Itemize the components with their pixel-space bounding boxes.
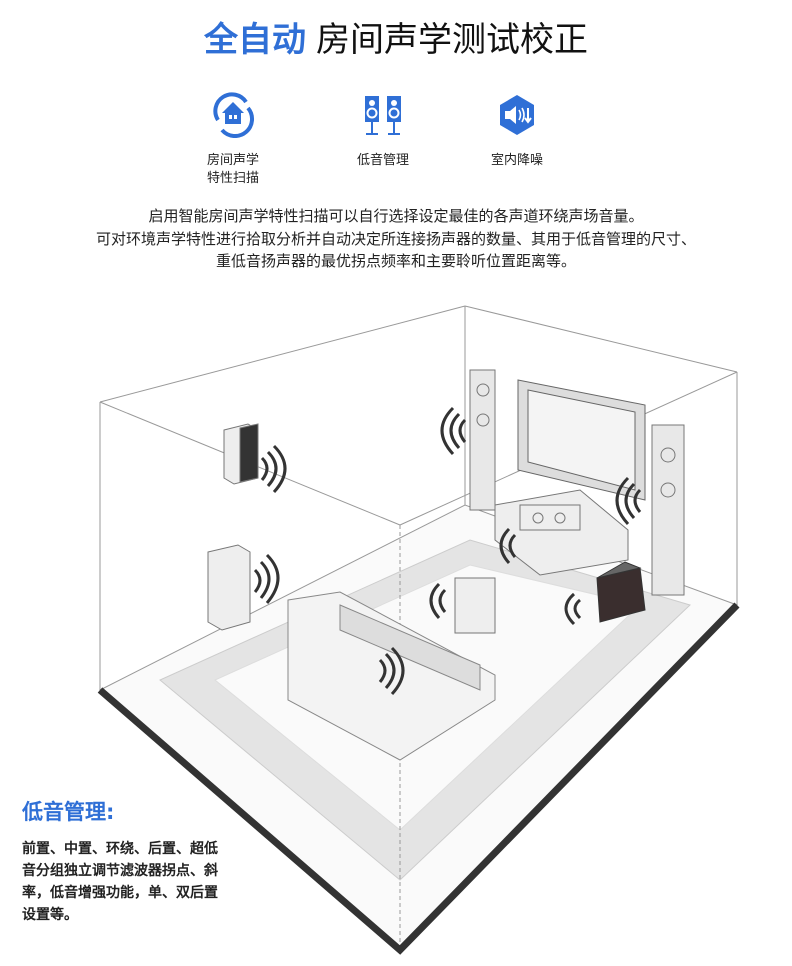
bass-description: 前置、中置、环绕、后置、超低 音分组独立调节滤波器拐点、斜 率，低音增强功能，单…	[22, 838, 302, 926]
room-illustration	[97, 305, 740, 955]
surround-speakers	[207, 423, 496, 731]
bass-line: 设置等。	[22, 907, 78, 923]
front-speakers	[469, 369, 685, 596]
bass-heading: 低音管理:	[22, 800, 115, 824]
feature-label: 室内降噪	[490, 153, 543, 168]
subwoofer	[596, 561, 646, 623]
description: 启用智能房间声学特性扫描可以自行选择设定最佳的各声道环绕声场音量。 可对环境声学…	[0, 205, 792, 273]
noise-reduction-icon	[500, 95, 534, 135]
description-line: 可对环境声学特性进行拾取分析并自动决定所连接扬声器的数量、其用于低音管理的尺寸、	[95, 229, 696, 248]
feature-label: 特性扫描	[206, 171, 259, 186]
tv	[517, 379, 646, 501]
feature-noise-reduction: 室内降噪	[457, 92, 577, 170]
feature-bass-management: 低音管理	[323, 92, 443, 170]
page-title: 全自动房间声学测试校正	[0, 18, 792, 62]
title-highlight: 全自动	[204, 20, 306, 60]
feature-label: 房间声学	[206, 153, 259, 168]
speakers-icon	[365, 96, 401, 135]
bass-line: 前置、中置、环绕、后置、超低	[22, 841, 218, 857]
feature-label: 低音管理	[356, 153, 409, 168]
description-line: 启用智能房间声学特性扫描可以自行选择设定最佳的各声道环绕声场音量。	[148, 207, 644, 225]
bass-line: 音分组独立调节滤波器拐点、斜	[22, 863, 218, 879]
feature-room-scan: 房间声学特性扫描	[173, 92, 293, 188]
description-line: 重低音扬声器的最优拐点频率和主要聆听位置距离等。	[215, 252, 576, 270]
bass-management-section: 低音管理: 前置、中置、环绕、后置、超低 音分组独立调节滤波器拐点、斜 率，低音…	[22, 796, 302, 926]
house-scan-icon	[213, 92, 254, 138]
center-speaker	[494, 489, 629, 576]
sofa	[287, 591, 496, 761]
bass-line: 率，低音增强功能，单、双后置	[22, 885, 218, 901]
title-rest: 房间声学测试校正	[316, 20, 588, 60]
